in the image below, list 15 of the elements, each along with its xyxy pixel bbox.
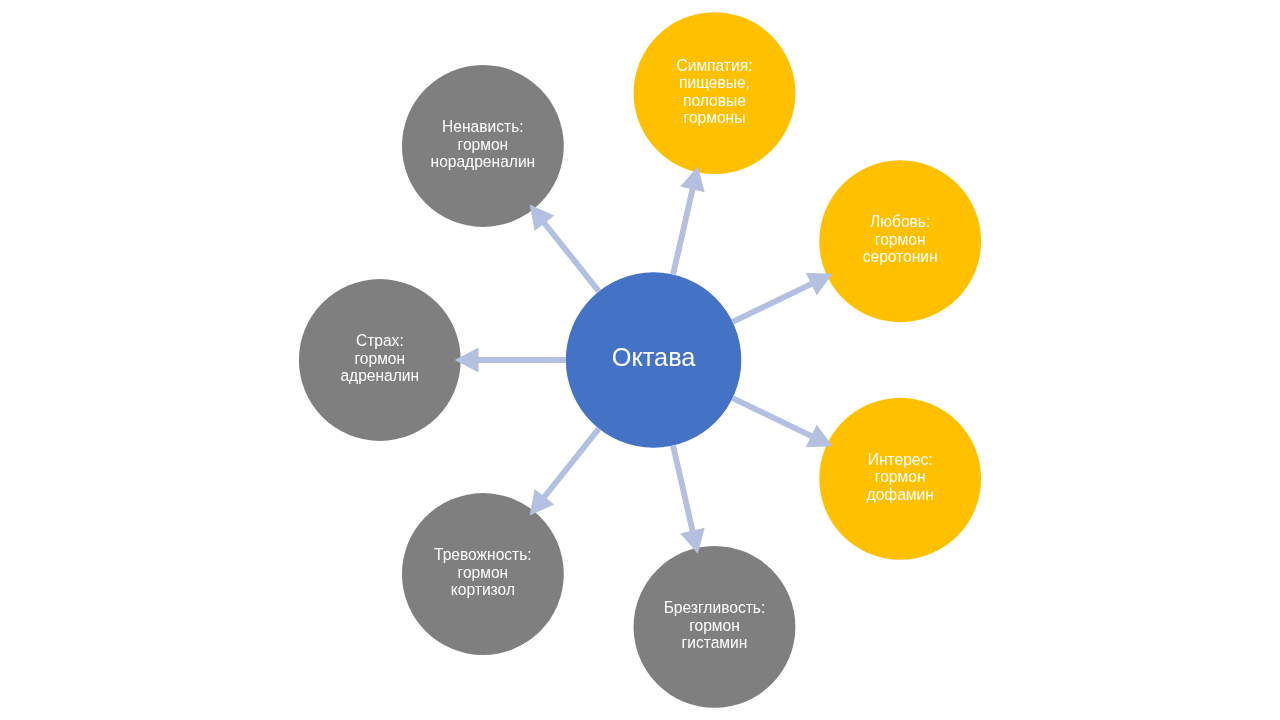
node-circle: Интерес: гормон дофамин <box>819 397 982 560</box>
arrow <box>670 444 705 554</box>
arrow <box>731 272 833 325</box>
node-circle: Тревожность: гормон кортизол <box>401 493 564 655</box>
node-circle: Октава <box>565 272 742 448</box>
node-circle: Симпатия: пищевые, половые гормоны <box>633 12 796 175</box>
node-circle: Ненависть: гормон норадреналин <box>401 65 564 227</box>
arrow <box>454 347 566 373</box>
arrow <box>529 426 602 516</box>
arrow <box>670 166 705 276</box>
arrow <box>731 395 833 448</box>
node-circle: Брезгливость: гормон гистамин <box>633 545 796 708</box>
arrow <box>529 204 602 294</box>
node-circle: Страх: гормон адреналин <box>298 279 461 441</box>
node-circle: Любовь: гормон серотонин <box>819 160 982 323</box>
